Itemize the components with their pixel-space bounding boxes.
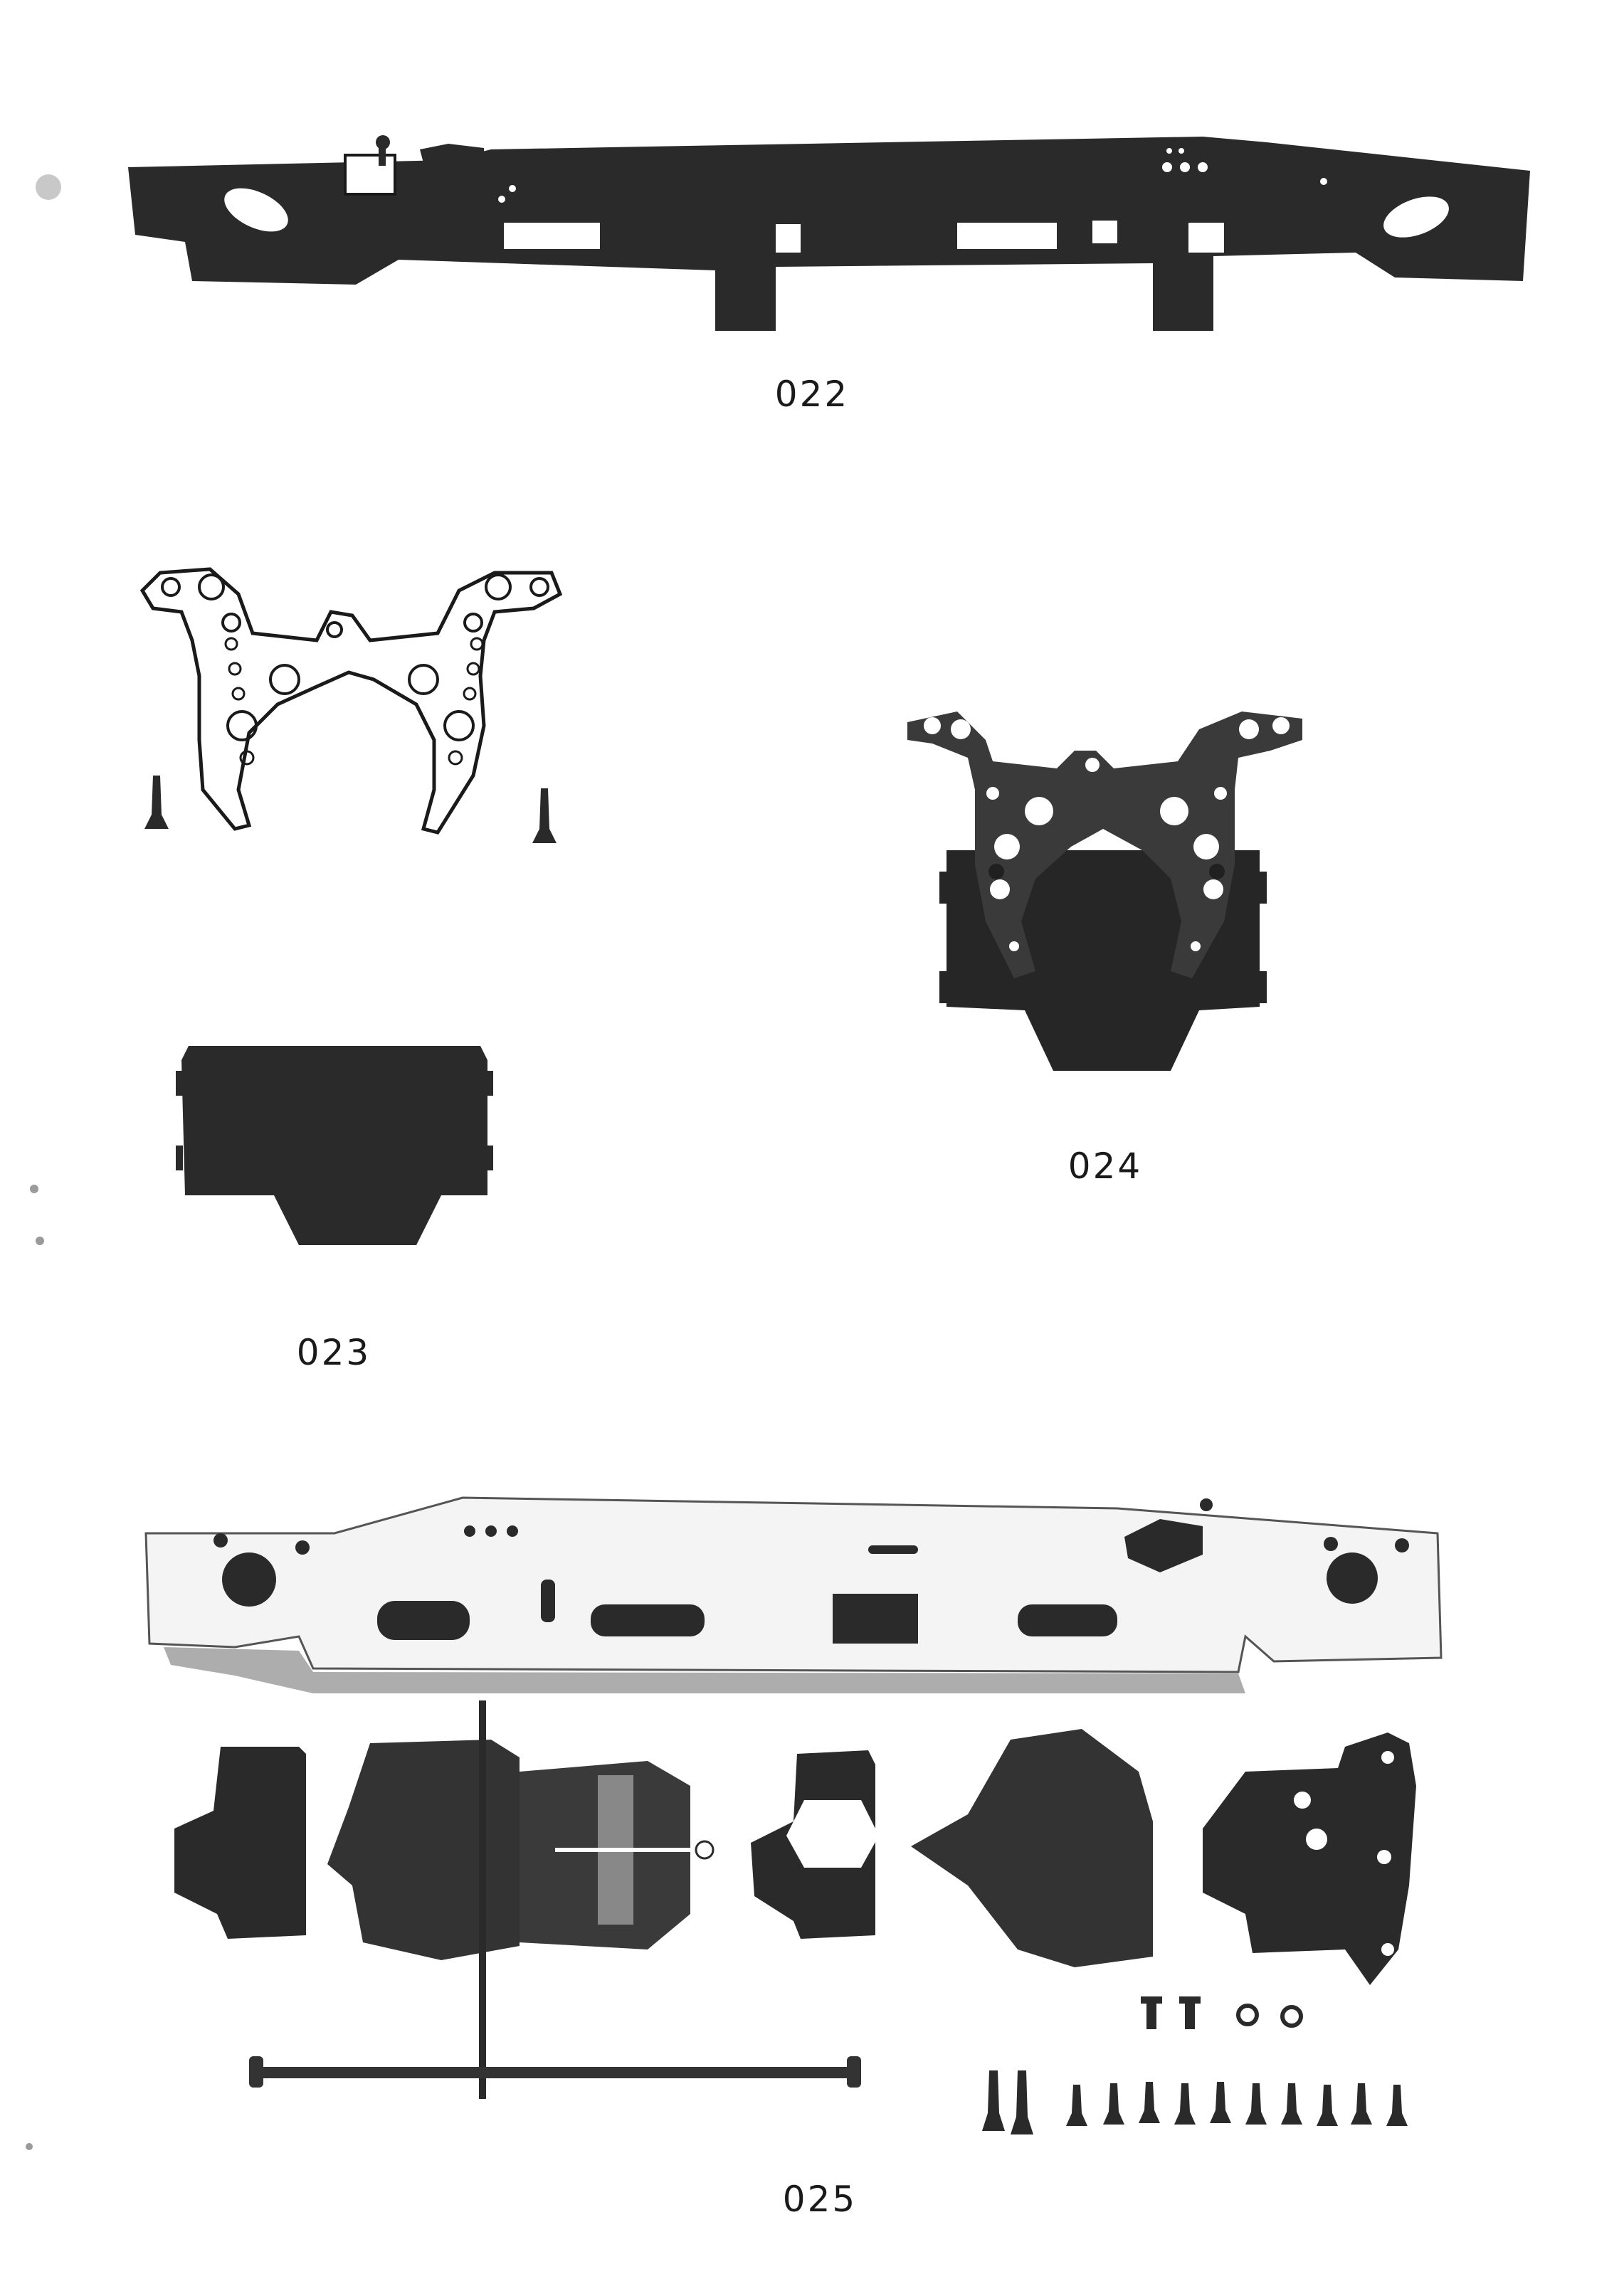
scan-speck xyxy=(36,1237,44,1245)
part-number-025: 025 xyxy=(782,2179,858,2220)
figure-025-chassis-set xyxy=(135,1487,1452,2142)
scan-speck xyxy=(36,174,61,200)
figure-023-tower-and-box xyxy=(125,562,580,1259)
assembled-tower-image xyxy=(907,711,1302,1071)
side-frame-image xyxy=(128,135,1530,331)
scan-speck xyxy=(26,2143,33,2150)
figure-024-assembled-tower xyxy=(900,708,1313,1078)
chassis-set-image xyxy=(144,1496,1443,2134)
part-number-023: 023 xyxy=(296,1332,371,1373)
scan-speck xyxy=(30,1185,38,1193)
part-number-022: 022 xyxy=(774,374,850,415)
shock-tower-and-box-image xyxy=(139,567,563,1245)
part-number-024: 024 xyxy=(1067,1146,1143,1187)
figure-022-side-frame xyxy=(114,128,1536,342)
